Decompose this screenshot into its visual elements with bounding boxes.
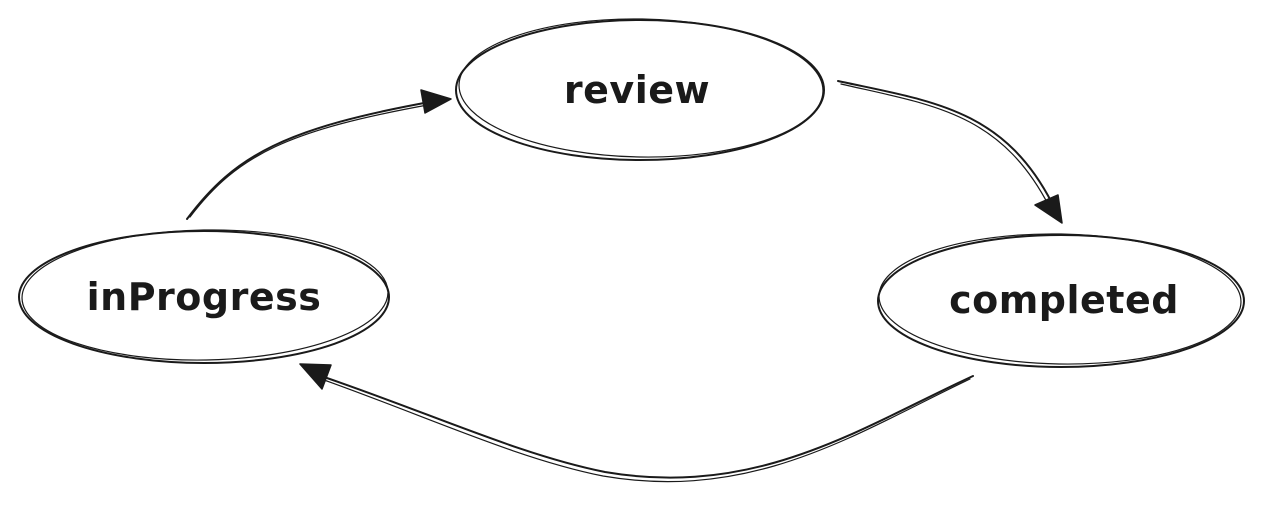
- node-in-progress-label: inProgress: [87, 275, 322, 319]
- node-completed-outline: [877, 234, 1245, 368]
- edge-in-progress-to-review-sketch: [189, 103, 434, 218]
- node-in-progress-outline: [18, 230, 390, 364]
- edge-completed-to-in-progress: [299, 363, 974, 483]
- node-review-label: review: [564, 68, 710, 112]
- arrowhead-icon: [299, 363, 332, 390]
- node-completed-label: completed: [949, 278, 1179, 322]
- edge-completed-to-in-progress-line: [320, 375, 974, 479]
- node-review-outline: [455, 19, 825, 161]
- node-in-progress[interactable]: inProgress: [18, 227, 390, 364]
- node-review-sketch: [458, 18, 824, 158]
- edge-in-progress-to-review-line: [186, 100, 436, 220]
- node-in-progress-sketch: [21, 229, 389, 361]
- edge-in-progress-to-review: [186, 89, 452, 220]
- node-completed-sketch: [878, 233, 1242, 365]
- edge-review-to-completed: [837, 80, 1063, 224]
- edge-review-to-completed-line: [837, 80, 1053, 204]
- arrowhead-icon: [1034, 194, 1063, 224]
- edge-review-to-completed-sketch: [840, 83, 1050, 207]
- node-review[interactable]: review: [455, 16, 825, 161]
- edge-completed-to-in-progress-sketch: [323, 378, 971, 483]
- arrowhead-icon: [420, 89, 452, 114]
- node-completed[interactable]: completed: [877, 231, 1245, 368]
